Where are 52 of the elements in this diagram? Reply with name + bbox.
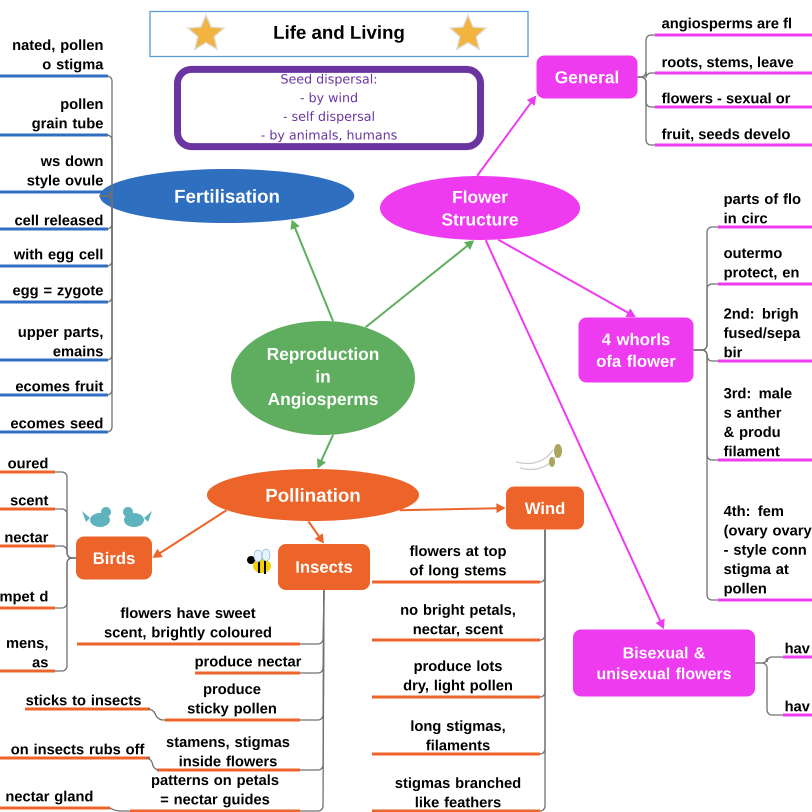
branch-text: mpet d	[0, 590, 55, 610]
branch-text: upper parts, emains	[0, 327, 108, 362]
connector-line	[540, 530, 546, 812]
connector-line	[110, 807, 130, 812]
branch-text: hav	[783, 642, 812, 658]
topic-box: Insects	[278, 544, 370, 590]
branch-text: fruit, seeds develo	[655, 128, 812, 146]
branch-text: produce nectar	[195, 656, 302, 674]
title-box	[149, 10, 529, 58]
branch-text: ecomes seed	[0, 418, 108, 434]
branch-text: nectar	[0, 532, 55, 548]
branch-text: hav	[783, 700, 812, 716]
branch-text: long stigmas, filaments	[372, 720, 540, 756]
branch-text: produce lots dry, light pollen	[372, 660, 540, 698]
branch-text: patterns on petals = nectar guides	[130, 774, 300, 812]
branch-text: 3rd: male s anther & produ filament	[718, 388, 812, 462]
branch-text: produce sticky pollen	[165, 683, 300, 722]
branch-text: flowers have sweet scent, brightly coloured	[77, 607, 300, 646]
connector-line	[638, 76, 656, 146]
branch-text: oured	[0, 458, 55, 474]
branch-text: on insects rubs off	[0, 744, 150, 760]
topic-box: General	[536, 56, 638, 98]
branch-text: egg = zygote	[0, 286, 108, 304]
connector-line	[755, 662, 784, 716]
topic-box: Bisexual & unisexual flowers	[573, 630, 756, 696]
branch-text: flowers at top of long stems	[372, 545, 540, 584]
branch-text: roots, stems, leave	[655, 56, 812, 74]
branch-text: 4th: fem (ovary ovary - style conn stigma at pollen	[718, 505, 812, 602]
branch-text: nated, pollen o stigma	[0, 39, 108, 78]
branch-text: pollen grain tube	[0, 98, 108, 136]
branch-text: ecomes fruit	[0, 380, 108, 396]
topic-box: Birds	[76, 536, 152, 580]
connector-line	[300, 590, 325, 812]
branch-text: parts of flo in circ	[718, 193, 812, 228]
note-box: Seed dispersal: - by wind - self dispersal - by animals, humans	[174, 66, 484, 150]
title: Life and Living	[274, 25, 404, 43]
connector-line	[147, 708, 165, 721]
branch-text: nectar gland	[0, 790, 110, 810]
branch-text: mens, as	[0, 640, 55, 672]
branch-text: angiosperms are fl	[655, 18, 812, 36]
connector-line	[145, 757, 160, 771]
branch-text: flowers - sexual or	[655, 92, 812, 108]
branch-text: 2nd: brigh fused/sepa bir	[718, 308, 812, 362]
branch-text: outermo protect, en	[718, 248, 812, 286]
topic-box: Wind	[506, 486, 584, 530]
connector-line	[99, 195, 113, 433]
branch-text: sticks to insects	[25, 694, 150, 710]
topic-box: 4 whorls ofa flower	[578, 318, 694, 382]
branch-text: scent	[0, 496, 55, 510]
branch-text: with egg cell	[0, 248, 108, 268]
branch-text: stigmas branched like feathers	[372, 777, 540, 812]
branch-text: no bright petals, nectar, scent	[372, 604, 540, 642]
